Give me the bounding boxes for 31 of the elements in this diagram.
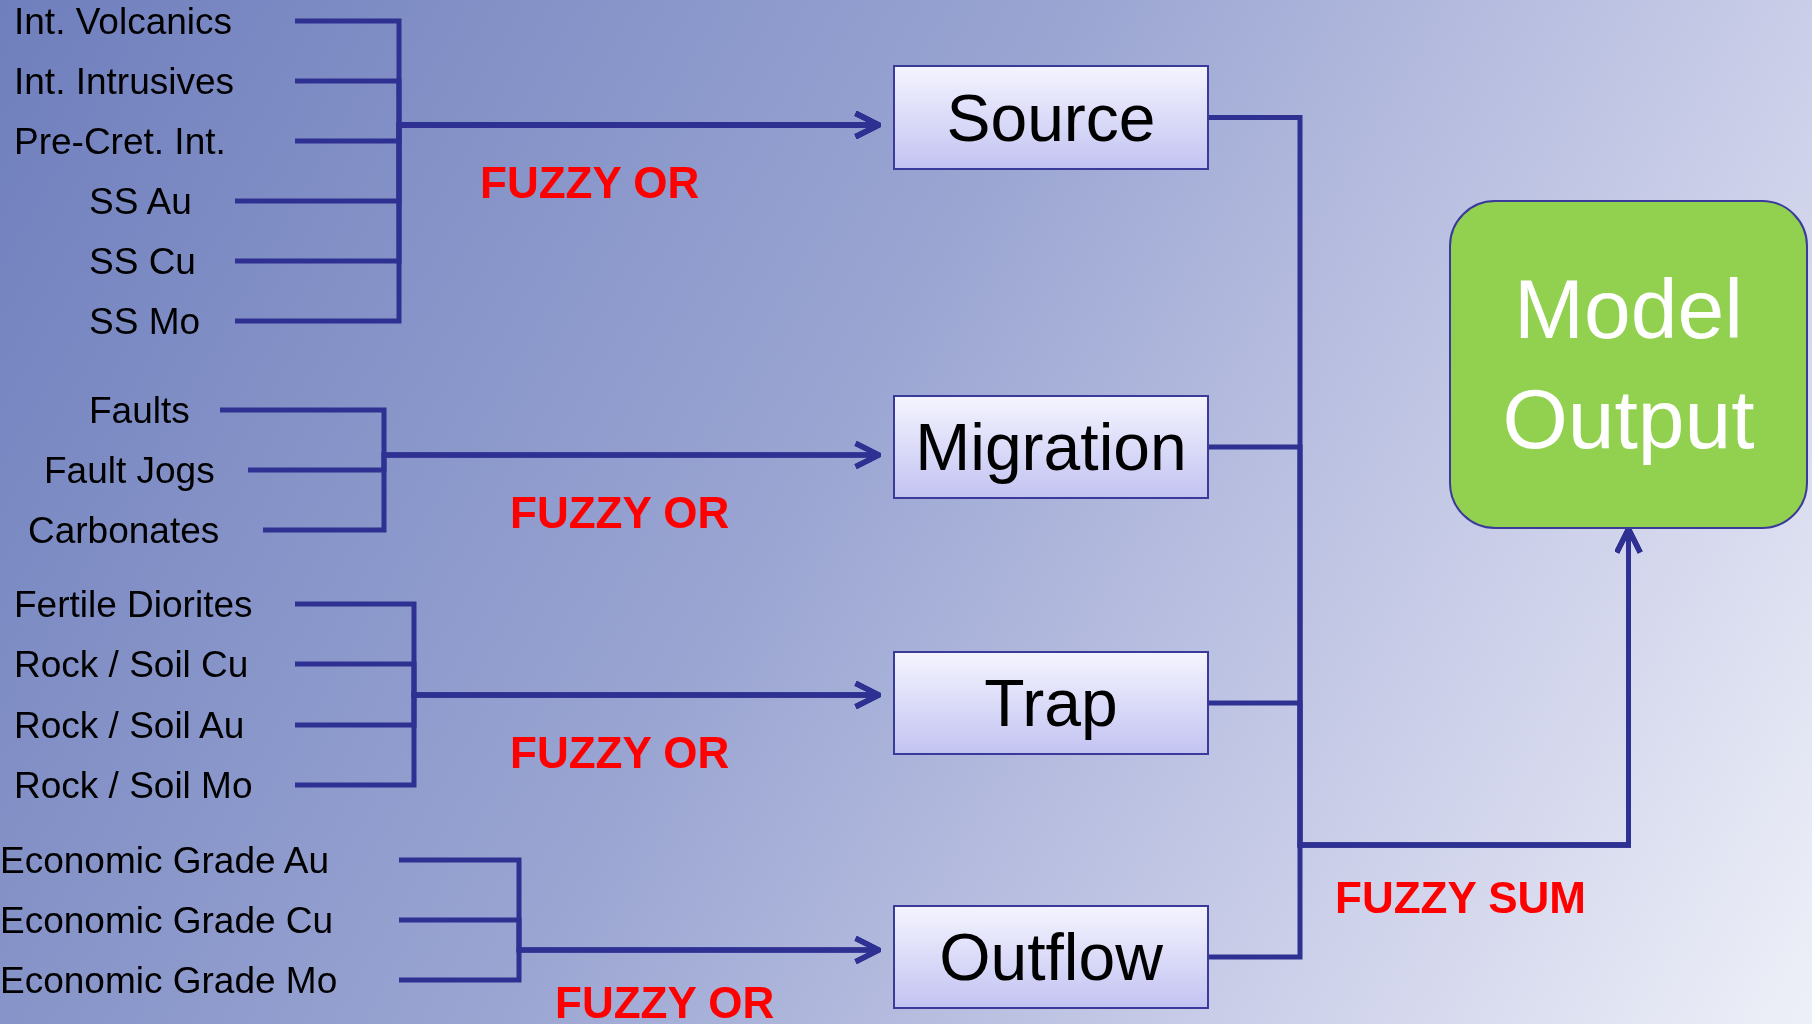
input-label: SS Mo [89, 302, 201, 340]
input-label: SS Cu [89, 242, 196, 280]
input-label: Pre-Cret. Int. [14, 122, 226, 160]
connector-arrow [295, 680, 882, 788]
process-box: Trap [893, 651, 1209, 755]
output-box: Model Output [1449, 200, 1808, 529]
operator-label: FUZZY OR [510, 728, 730, 778]
process-box: Outflow [893, 905, 1209, 1009]
input-label: Rock / Soil Cu [14, 645, 249, 683]
operator-label: FUZZY OR [555, 978, 775, 1024]
operator-label: FUZZY OR [510, 488, 730, 538]
process-box: Source [893, 65, 1209, 170]
input-label: SS Au [89, 182, 192, 220]
input-label: Economic Grade Cu [0, 901, 334, 939]
connector-arrow [1209, 526, 1643, 960]
operator-label: FUZZY SUM [1335, 873, 1586, 923]
connector-arrow [235, 110, 882, 324]
connector-arrow [263, 440, 882, 533]
input-label: Fertile Diorites [14, 585, 253, 623]
input-label: Economic Grade Mo [0, 961, 338, 999]
operator-label: FUZZY OR [480, 158, 700, 208]
input-label: Economic Grade Au [0, 841, 330, 879]
input-label: Rock / Soil Mo [14, 766, 253, 804]
process-box: Migration [893, 395, 1209, 499]
input-label: Int. Volcanics [14, 2, 232, 40]
connector-arrow [399, 935, 882, 983]
input-label: Int. Intrusives [14, 62, 235, 100]
input-label: Fault Jogs [44, 451, 215, 489]
input-label: Faults [89, 391, 190, 429]
input-label: Rock / Soil Au [14, 706, 245, 744]
input-label: Carbonates [28, 511, 220, 549]
